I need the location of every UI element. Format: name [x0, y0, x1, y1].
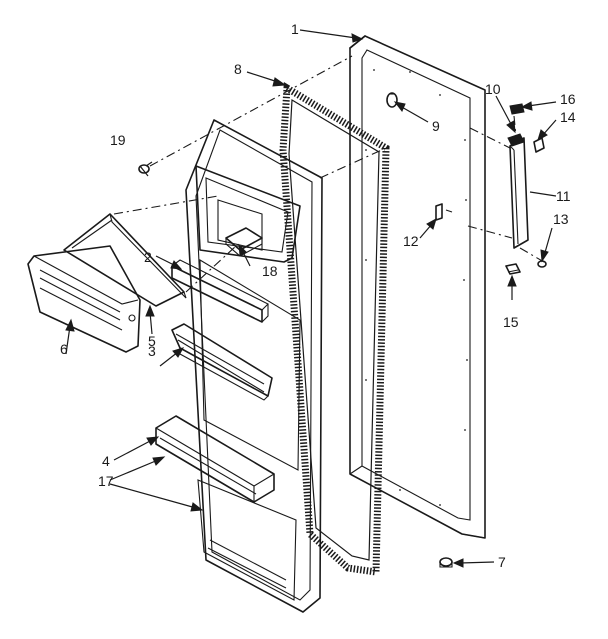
- callout-2: 2: [144, 249, 152, 265]
- door-plug: [386, 92, 398, 108]
- outer-door-panel: [349, 35, 486, 539]
- door-bin: [155, 415, 275, 503]
- callout-10: 10: [485, 81, 501, 97]
- callout-13: 13: [553, 211, 569, 227]
- inner-door-liner: [185, 119, 323, 613]
- screw: [138, 161, 153, 174]
- hinge-bushing: [505, 263, 521, 275]
- callout-15: 15: [503, 314, 519, 330]
- callout-5: 5: [148, 333, 156, 349]
- callout-1: 1: [291, 21, 299, 37]
- top-trim-panel: [63, 213, 187, 307]
- dispenser-front-cover: [27, 245, 141, 353]
- assembly-lines: [113, 55, 545, 293]
- callout-12: 12: [403, 233, 419, 249]
- callout-14: 14: [560, 109, 576, 125]
- hinge-bracket: [509, 137, 529, 249]
- callout-labels: 1 2 3 4 5 6 7 8 9 10 11 12 13 14 15 16 1…: [60, 21, 576, 570]
- callout-3: 3: [148, 343, 156, 359]
- callout-6: 6: [60, 341, 68, 357]
- door-shelf: [171, 323, 273, 401]
- callout-11: 11: [556, 188, 571, 204]
- bottom-cap: [439, 557, 453, 568]
- callout-19: 19: [110, 132, 126, 148]
- leader-lines: [65, 29, 557, 568]
- handle-clip: [435, 203, 443, 221]
- callout-8: 8: [234, 61, 242, 77]
- hinge-pin: [509, 103, 525, 115]
- hinge-plate: [533, 137, 545, 153]
- callout-7: 7: [498, 554, 506, 570]
- callout-9: 9: [432, 118, 440, 134]
- callout-17: 17: [98, 473, 114, 489]
- dispenser-tray: [225, 227, 263, 257]
- callout-16: 16: [560, 91, 576, 107]
- callout-18: 18: [262, 263, 278, 279]
- door-gasket: [279, 82, 390, 577]
- callout-4: 4: [102, 453, 110, 469]
